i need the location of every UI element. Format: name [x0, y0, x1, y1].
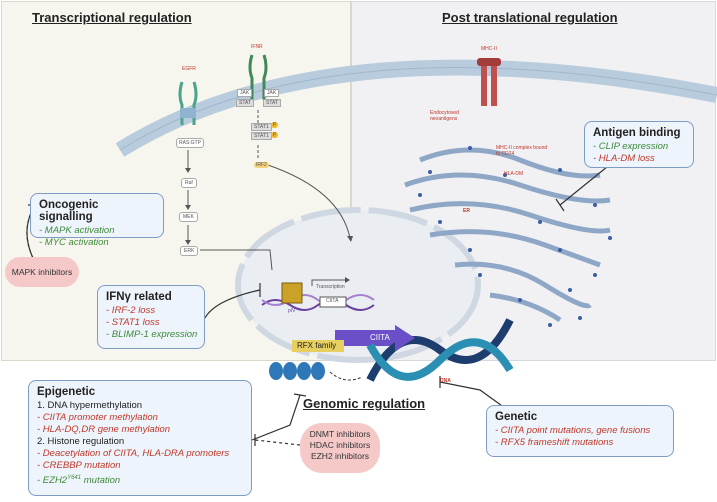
mhc-complex-label: MHC-II complex bound to CD74	[496, 145, 548, 157]
oncogenic-item: - MYC activation	[39, 237, 109, 248]
nucleus	[235, 207, 481, 363]
jak-label-left: JAK	[237, 89, 253, 97]
phospho-label-top: P	[271, 122, 279, 128]
ciita-protein-label: CIITA	[370, 333, 390, 342]
genetic-item: - CIITA point mutations, gene fusions	[495, 425, 651, 436]
stat-label-right: STAT	[263, 99, 282, 107]
epigenetic-subheading: 2. Histone regulation	[37, 436, 125, 447]
rasgtp-label: RAS:GTP	[176, 138, 204, 148]
genetic-box: Genetic - CIITA point mutations, gene fu…	[486, 405, 674, 457]
mhc2-receptor	[477, 58, 501, 106]
epigenetic-item: - HLA-DQ,DR gene methylation	[37, 424, 171, 435]
ifn-related-title: IFNγ related	[106, 291, 172, 303]
mapk-inhibitors-label: MAPK inhibitors	[11, 267, 73, 277]
epigenetic-item: - Deacetylation of CIITA, HLA-DRA promot…	[37, 448, 230, 459]
transcriptional-header: Transcriptional regulation	[32, 10, 192, 25]
ezh2-prefix: - EZH2	[37, 475, 68, 487]
oncogenic-title: Oncogenic signalling	[39, 199, 99, 223]
rfx-family-box	[292, 340, 344, 352]
stat1-label-bottom: STAT1	[251, 132, 272, 140]
genetic-item: - RFX5 frameshift mutations	[495, 437, 614, 448]
dna-label: DNA	[440, 378, 451, 384]
genomic-header: Genomic regulation	[303, 396, 426, 411]
antigen-item: - HLA-DM loss	[593, 153, 655, 164]
epigenetic-item: - CREBBP mutation	[37, 460, 121, 471]
antigen-binding-title: Antigen binding	[593, 127, 681, 139]
oncogenic-item: - MAPK activation	[39, 225, 115, 236]
nucleosomes	[269, 362, 325, 380]
epigenetic-item: - CIITA promoter methylation	[37, 412, 158, 423]
endoplasmic-reticulum	[404, 147, 611, 323]
transcription-label: Transcription	[316, 284, 345, 290]
raf-label: Raf	[181, 178, 197, 188]
rfx-family-label: RFX family	[297, 341, 337, 350]
piv-label: pIV	[288, 308, 296, 314]
inhibitor-label: DNMT inhibitors	[309, 429, 371, 439]
ciita-promoter	[261, 277, 375, 311]
antigen-binding-box: Antigen binding - CLIP expression - HLA-…	[584, 121, 694, 168]
ciita-gene-label: CIITA	[326, 298, 339, 304]
mapk-inhibitors-cloud: MAPK inhibitors	[5, 257, 79, 287]
egfr-receptor	[178, 81, 198, 125]
irf2-label: IRF2	[254, 162, 269, 168]
epigenetic-inhibitors-cloud: DNMT inhibitors HDAC inhibitors EZH2 inh…	[300, 423, 380, 473]
ifn-item: - IRF-2 loss	[106, 305, 156, 316]
egfr-label: EGFR	[182, 66, 196, 72]
ifn-item: - STAT1 loss	[106, 317, 160, 328]
antigen-item: - CLIP expression	[593, 141, 669, 152]
ifn-item: - BLIMP-1 expression	[106, 329, 198, 340]
ifn-related-box: IFNγ related - IRF-2 loss - STAT1 loss -…	[97, 285, 205, 349]
epigenetic-box: Epigenetic 1. DNA hypermethylation - CII…	[28, 380, 252, 496]
inhibitor-label: EZH2 inhibitors	[310, 451, 370, 461]
ifnr-label: IFNR	[251, 44, 263, 50]
erk-label: ERK	[180, 246, 199, 256]
stat1-label-top: STAT1	[251, 123, 272, 131]
ciita-protein	[335, 330, 408, 346]
mek-label: MEK	[179, 212, 198, 222]
stat-label-left: STAT	[236, 99, 255, 107]
ezh2-item: - EZH2Y641 mutation	[37, 472, 243, 487]
endocytosed-label: Endocytosed neoantigens	[430, 110, 459, 122]
genetic-title: Genetic	[495, 411, 538, 423]
hla-dm-label: HLA-DM	[504, 171, 524, 177]
ifnr-receptor	[248, 54, 268, 100]
oncogenic-signalling-box: Oncogenic signalling - MAPK activation -…	[30, 193, 164, 248]
epigenetic-subheading: 1. DNA hypermethylation	[37, 400, 143, 411]
epigenetic-title: Epigenetic	[37, 386, 96, 398]
inhibitor-label: HDAC inhibitors	[309, 440, 371, 450]
jak-label-right: JAK	[264, 89, 280, 97]
er-label: ER	[463, 208, 470, 214]
phospho-label-bottom: P	[271, 132, 279, 138]
post-translational-header: Post translational regulation	[442, 10, 618, 25]
mhc2-label: MHC-II	[481, 46, 497, 52]
ezh2-suffix: mutation	[81, 475, 121, 487]
dna-helix	[366, 318, 514, 382]
ezh2-superscript: Y641	[67, 475, 82, 481]
